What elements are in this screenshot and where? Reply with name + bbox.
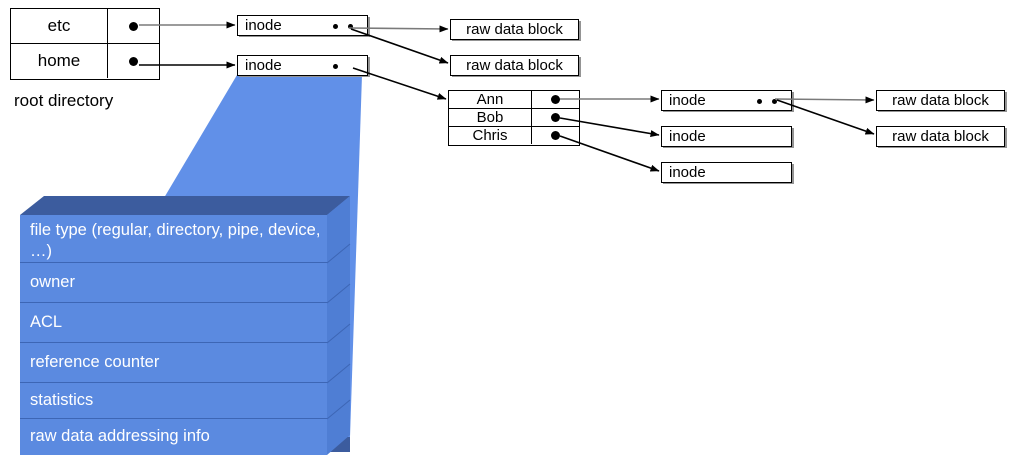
inode-home-shadow xyxy=(239,75,370,77)
inode-field-label: statistics xyxy=(30,391,94,409)
raw-data-block-ann-1[interactable]: raw data block xyxy=(876,90,1005,111)
inode-ann-box[interactable]: inode xyxy=(661,90,792,111)
raw-data-block-etc-2[interactable]: raw data block xyxy=(450,55,579,76)
root-directory-table[interactable]: etc home xyxy=(10,8,160,80)
root-entry-pointer-home[interactable] xyxy=(107,44,159,78)
root-entry-pointer-etc[interactable] xyxy=(107,9,159,43)
raw-data-block-ann-2[interactable]: raw data block xyxy=(876,126,1005,147)
inode-bob-box[interactable]: inode xyxy=(661,126,792,147)
inode-chris-box[interactable]: inode xyxy=(661,162,792,183)
inode-field-row-statistics: statistics xyxy=(20,383,327,419)
raw-data-block-shadow xyxy=(452,39,581,41)
inode-label: inode xyxy=(669,164,706,181)
pointer-dot-icon xyxy=(550,95,560,104)
pointer-dot-icon xyxy=(129,21,138,31)
raw-data-block-shadow xyxy=(1005,92,1007,112)
inode-field-row-raw-data-addressing-info: raw data addressing info xyxy=(20,419,327,455)
inode-field-label: raw data addressing info xyxy=(30,427,210,445)
inode-ann-shadow xyxy=(663,110,794,112)
inode-chris-shadow xyxy=(792,164,794,184)
raw-data-block-shadow xyxy=(579,57,581,77)
inode-etc-shadow xyxy=(239,35,370,37)
raw-data-block-label: raw data block xyxy=(892,128,989,145)
inode-etc-box[interactable]: inode xyxy=(237,15,368,36)
inode-field-label: owner xyxy=(30,273,75,291)
inode-bob-shadow xyxy=(792,128,794,148)
raw-data-block-shadow xyxy=(878,146,1007,148)
inode-pointer-dot-icon xyxy=(333,64,338,69)
table-row[interactable]: home xyxy=(11,44,159,78)
home-entry-name-bob: Bob xyxy=(476,109,504,126)
inode-field-row-owner: owner xyxy=(20,263,327,303)
pointer-dot-icon xyxy=(550,113,560,122)
home-entry-name-ann: Ann xyxy=(476,91,504,108)
root-entry-name-home: home xyxy=(37,51,81,70)
raw-data-block-label: raw data block xyxy=(892,92,989,109)
raw-data-block-shadow xyxy=(579,21,581,41)
inode-field-label: file type (regular, directory, pipe, dev… xyxy=(30,221,321,260)
home-entry-name-chris: Chris xyxy=(472,127,508,144)
inode-etc-shadow xyxy=(368,17,370,37)
inode-ann-shadow xyxy=(792,92,794,112)
inode-field-row-file-type: file type (regular, directory, pipe, dev… xyxy=(20,215,327,263)
table-row[interactable]: Ann xyxy=(449,91,579,109)
raw-data-block-etc-1[interactable]: raw data block xyxy=(450,19,579,40)
inode-label: inode xyxy=(245,17,282,34)
inode-field-label: reference counter xyxy=(30,353,160,371)
root-directory-caption: root directory xyxy=(14,91,114,110)
home-entry-pointer-ann[interactable] xyxy=(531,91,578,108)
home-entry-pointer-chris[interactable] xyxy=(531,127,578,144)
raw-data-block-shadow xyxy=(878,110,1007,112)
inode-label: inode xyxy=(669,92,706,109)
raw-data-block-shadow xyxy=(452,75,581,77)
inode-field-row-acl: ACL xyxy=(20,303,327,343)
pointer-dot-icon xyxy=(129,56,138,66)
raw-data-block-label: raw data block xyxy=(466,57,563,74)
home-directory-table[interactable]: Ann Bob Chris xyxy=(448,90,580,146)
raw-data-block-label: raw data block xyxy=(466,21,563,38)
inode-bob-shadow xyxy=(663,146,794,148)
inode-pointer-dot-icon xyxy=(348,24,353,29)
inode-home-box[interactable]: inode xyxy=(237,55,368,76)
inode-field-label: ACL xyxy=(30,313,63,331)
inode-pointer-dot-icon xyxy=(772,99,777,104)
raw-data-block-shadow xyxy=(1005,128,1007,148)
table-row[interactable]: Chris xyxy=(449,127,579,144)
pointer-dot-icon xyxy=(550,131,560,140)
table-row[interactable]: etc xyxy=(11,9,159,44)
inode-pointer-dot-icon xyxy=(333,24,338,29)
inode-pointer-dot-icon xyxy=(757,99,762,104)
inode-label: inode xyxy=(245,57,282,74)
inode-chris-shadow xyxy=(663,182,794,184)
table-row[interactable]: Bob xyxy=(449,109,579,127)
inode-field-row-reference-counter: reference counter xyxy=(20,343,327,383)
home-entry-pointer-bob[interactable] xyxy=(531,109,578,126)
inode-label: inode xyxy=(669,128,706,145)
root-entry-name-etc: etc xyxy=(47,16,71,35)
inode-home-shadow xyxy=(368,57,370,77)
